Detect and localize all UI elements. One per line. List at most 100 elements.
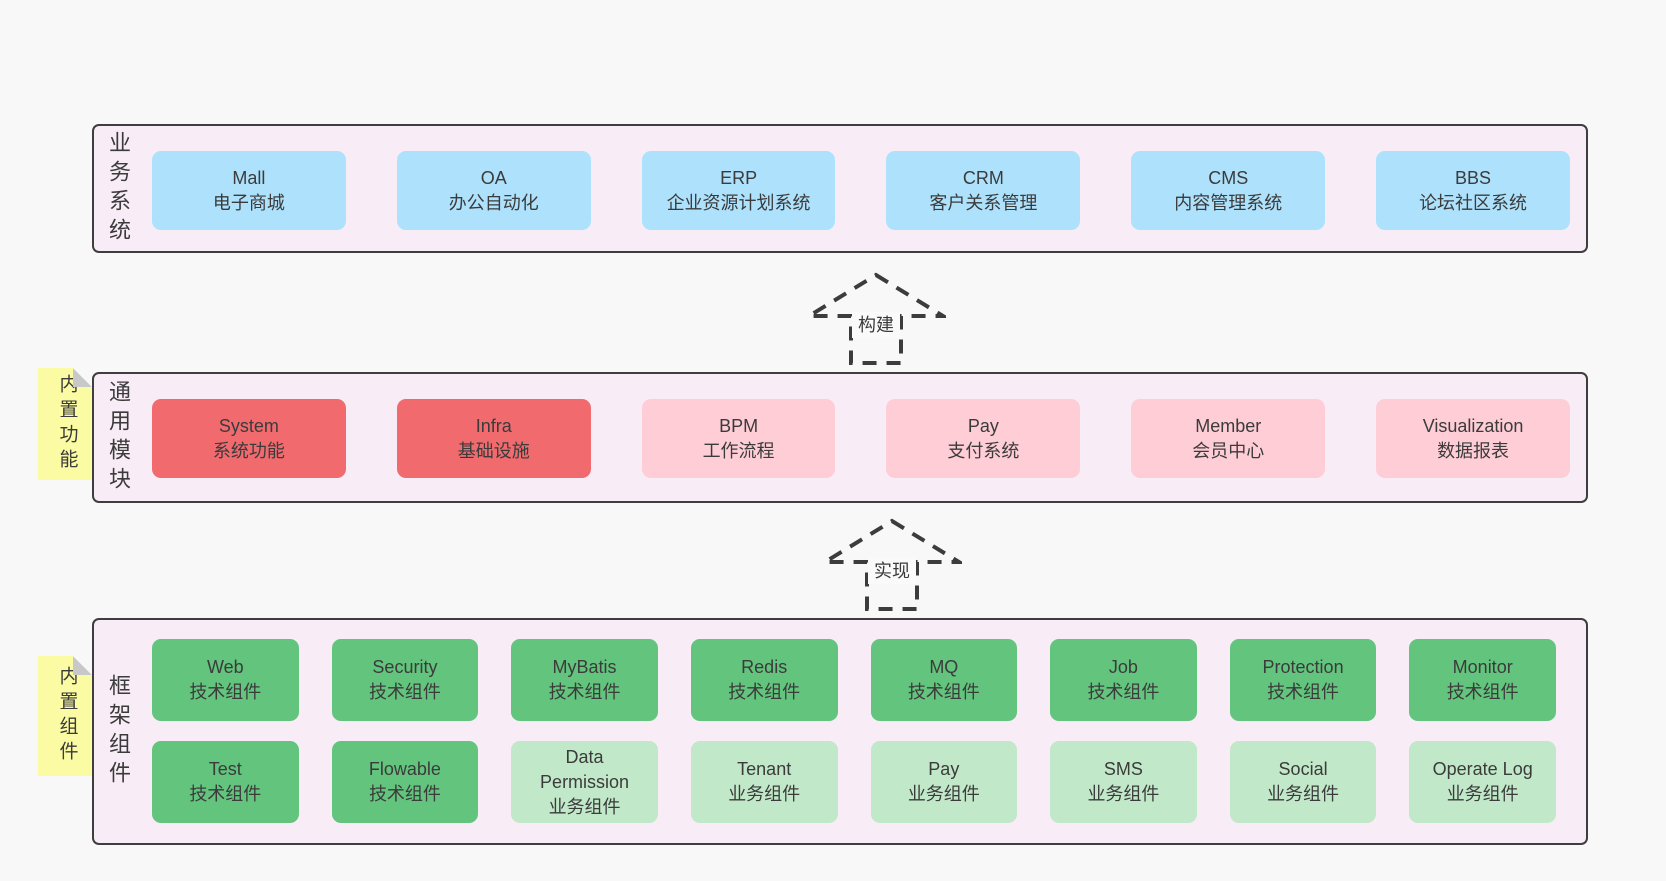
box-subtitle: 内容管理系统: [1174, 192, 1283, 213]
box-title: Protection: [1262, 657, 1344, 677]
box-subtitle: 技术组件: [907, 682, 980, 702]
arrow-label: 构建: [852, 312, 900, 338]
business-systems-band: 业务系统 Mall 电子商城 OA 办公自动化 ERP 企业资源计划系统 CRM…: [92, 124, 1588, 253]
box-subtitle: 技术组件: [189, 682, 262, 702]
arrow-label: 实现: [868, 558, 916, 584]
band-label: 通用模块: [106, 379, 131, 496]
band-label: 框架组件: [106, 673, 131, 790]
box-title: Visualization: [1422, 415, 1524, 436]
build-arrow: 构建: [806, 272, 946, 366]
box-title: SMS: [1103, 759, 1143, 779]
box-title: CRM: [962, 167, 1004, 188]
box-title: Web: [206, 657, 244, 677]
box-subtitle: 技术组件: [548, 682, 621, 702]
box-system: System 系统功能: [152, 399, 346, 478]
box-oa: OA 办公自动化: [396, 151, 591, 230]
box-title: Security: [372, 657, 438, 677]
box-title: Mall: [232, 167, 266, 188]
box-subtitle: 技术组件: [1267, 682, 1340, 702]
box-subtitle: 业务组件: [548, 796, 621, 817]
box-job: Job 技术组件: [1050, 639, 1197, 721]
sticky-note-label: 内置组件: [56, 666, 78, 766]
common-modules-band: 通用模块 System 系统功能 Infra 基础设施 BPM 工作流程 Pay…: [92, 372, 1588, 503]
box-subtitle: 技术组件: [1087, 682, 1160, 702]
box-social: Social 业务组件: [1229, 741, 1377, 823]
box-title: Test: [208, 759, 242, 779]
box-bbs: BBS 论坛社区系统: [1376, 151, 1570, 230]
up-arrow-icon: [806, 272, 946, 365]
box-title: Infra: [475, 415, 512, 436]
band-label: 业务系统: [106, 130, 131, 247]
box-title: Monitor: [1452, 657, 1513, 677]
box-subtitle: 论坛社区系统: [1419, 192, 1528, 213]
box-mall: Mall 电子商城: [152, 151, 346, 230]
box-subtitle: 技术组件: [728, 682, 801, 702]
box-subtitle: 支付系统: [947, 440, 1020, 461]
box-flowable: Flowable 技术组件: [331, 741, 479, 823]
up-arrow-icon: [822, 518, 962, 611]
box-title: CMS: [1208, 167, 1249, 188]
box-infra: Infra 基础设施: [396, 399, 591, 478]
box-subtitle: 技术组件: [189, 784, 262, 804]
box-mybatis: MyBatis 技术组件: [511, 639, 658, 721]
box-title: BPM: [719, 415, 759, 436]
box-title: Data Permission: [540, 746, 630, 792]
box-web: Web 技术组件: [152, 639, 299, 721]
box-subtitle: 业务组件: [1267, 784, 1340, 804]
box-subtitle: 办公自动化: [448, 192, 539, 213]
box-member: Member 会员中心: [1131, 399, 1326, 478]
box-title: MQ: [929, 657, 959, 677]
implement-arrow: 实现: [822, 518, 962, 612]
box-title: BBS: [1455, 167, 1492, 188]
box-title: System: [218, 415, 279, 436]
box-tenant: Tenant 业务组件: [690, 741, 838, 823]
box-title: Flowable: [368, 759, 441, 779]
box-subtitle: 业务组件: [907, 784, 980, 804]
box-protection: Protection 技术组件: [1229, 639, 1377, 721]
box-visualization: Visualization 数据报表: [1376, 399, 1570, 478]
box-test: Test 技术组件: [152, 741, 299, 823]
box-subtitle: 会员中心: [1192, 440, 1265, 461]
box-erp: ERP 企业资源计划系统: [641, 151, 836, 230]
sticky-note-label: 内置功能: [56, 374, 78, 474]
box-title: Redis: [741, 657, 788, 677]
box-subtitle: 工作流程: [702, 440, 775, 461]
box-subtitle: 企业资源计划系统: [666, 192, 811, 213]
box-monitor: Monitor 技术组件: [1409, 639, 1556, 721]
box-subtitle: 业务组件: [1087, 784, 1160, 804]
framework-components-grid: Web 技术组件 Security 技术组件 MyBatis 技术组件 Redi…: [152, 639, 1556, 823]
box-subtitle: 基础设施: [457, 440, 530, 461]
folded-corner-icon: [73, 656, 92, 675]
box-subtitle: 电子商城: [212, 192, 285, 213]
box-title: ERP: [720, 167, 758, 188]
box-operate-log: Operate Log 业务组件: [1409, 741, 1556, 823]
sticky-note-built-in-components: 内置组件: [38, 656, 92, 776]
box-subtitle: 技术组件: [368, 682, 441, 702]
framework-components-band: 框架组件 Web 技术组件 Security 技术组件 MyBatis 技术组件…: [92, 618, 1588, 845]
box-subtitle: 客户关系管理: [929, 192, 1038, 213]
box-cms: CMS 内容管理系统: [1131, 151, 1326, 230]
box-title: MyBatis: [552, 657, 617, 677]
box-pay-component: Pay 业务组件: [870, 741, 1018, 823]
box-subtitle: 技术组件: [1446, 682, 1519, 702]
box-title: Pay: [967, 415, 999, 436]
folded-corner-icon: [73, 368, 92, 387]
box-redis: Redis 技术组件: [690, 639, 838, 721]
box-title: OA: [480, 167, 507, 188]
box-subtitle: 技术组件: [368, 784, 441, 804]
box-title: Pay: [928, 759, 960, 779]
box-data-permission: Data Permission 业务组件: [511, 741, 658, 823]
box-subtitle: 业务组件: [1446, 784, 1519, 804]
box-bpm: BPM 工作流程: [641, 399, 836, 478]
box-title: Job: [1108, 657, 1138, 677]
box-title: Social: [1278, 759, 1328, 779]
box-title: Member: [1195, 415, 1262, 436]
box-subtitle: 业务组件: [728, 784, 801, 804]
box-title: Tenant: [737, 759, 792, 779]
box-subtitle: 系统功能: [212, 440, 285, 461]
box-mq: MQ 技术组件: [870, 639, 1018, 721]
box-subtitle: 数据报表: [1437, 440, 1510, 461]
box-crm: CRM 客户关系管理: [886, 151, 1081, 230]
business-systems-grid: Mall 电子商城 OA 办公自动化 ERP 企业资源计划系统 CRM 客户关系…: [152, 151, 1570, 230]
